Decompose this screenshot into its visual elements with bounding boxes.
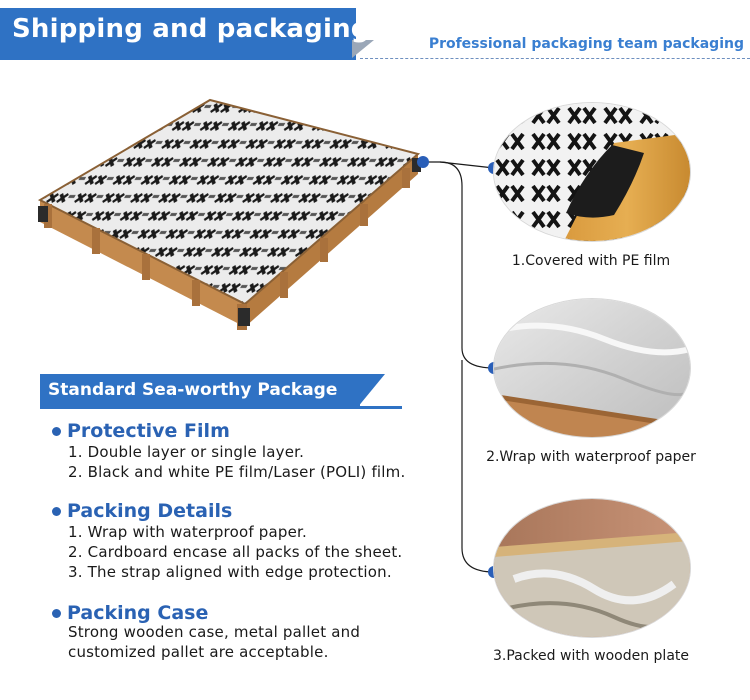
section-packing-case-heading: Packing Case	[52, 602, 208, 624]
section-protective-film-line-1: 1. Double layer or single layer.	[68, 443, 305, 461]
section-packing-details-line-3: 3. The strap aligned with edge protectio…	[68, 563, 392, 581]
step-2-photo	[493, 298, 691, 438]
section-packing-details-heading: Packing Details	[52, 500, 232, 522]
section-packing-details-line-1: 1. Wrap with waterproof paper.	[68, 523, 307, 541]
panel-title: Standard Sea-worthy Package	[48, 380, 338, 400]
step-2-caption: 2.Wrap with waterproof paper	[486, 449, 696, 465]
bullet-icon	[52, 506, 61, 516]
section-packing-details-line-2: 2. Cardboard encase all packs of the she…	[68, 543, 403, 561]
section-heading-text: Packing Details	[67, 500, 233, 522]
step-3-photo	[493, 498, 691, 638]
section-packing-case-line-1: Strong wooden case, metal pallet and	[68, 623, 361, 641]
bullet-icon	[52, 426, 61, 436]
pe-film-image	[494, 103, 690, 241]
page-title: Shipping and packaging	[12, 14, 370, 44]
wooden-plate-image	[494, 499, 690, 637]
bullet-icon	[52, 608, 61, 618]
pallet-image	[37, 98, 421, 330]
header-banner-fold	[352, 40, 374, 58]
page-subtitle: Professional packaging team packaging	[428, 36, 744, 52]
panel-title-banner-tip	[357, 374, 385, 408]
panel-title-banner	[40, 374, 360, 408]
section-protective-film-line-2: 2. Black and white PE film/Laser (POLI) …	[68, 463, 406, 481]
section-packing-case-line-2: customized pallet are acceptable.	[68, 643, 329, 661]
header-divider	[360, 58, 750, 59]
panel-title-underline	[40, 406, 402, 409]
step-1-caption: 1.Covered with PE film	[511, 253, 671, 269]
waterproof-paper-image	[494, 299, 690, 437]
section-heading-text: Protective Film	[67, 420, 230, 442]
section-protective-film-heading: Protective Film	[52, 420, 230, 442]
header-banner	[0, 8, 356, 60]
section-heading-text: Packing Case	[67, 602, 209, 624]
step-1-photo	[493, 102, 691, 242]
pallet-illustration	[30, 82, 440, 342]
step-3-caption: 3.Packed with wooden plate	[492, 648, 690, 664]
